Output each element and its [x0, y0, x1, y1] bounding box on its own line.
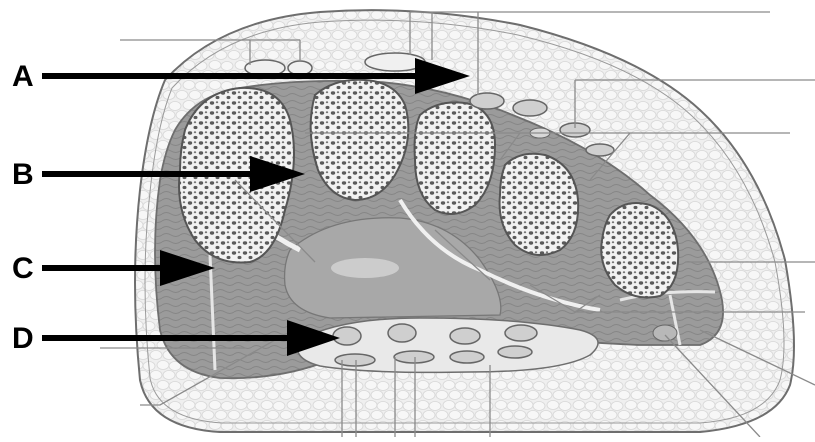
extensor-tendon-5: [513, 100, 547, 116]
label-c: C: [12, 254, 34, 284]
label-d: D: [12, 324, 34, 354]
label-a: A: [12, 62, 34, 92]
extensor-tendon-7: [586, 144, 614, 156]
flexor-tendon-4: [505, 325, 537, 341]
extensor-tendon-2: [288, 61, 312, 75]
flexor-tendon-6: [394, 351, 434, 363]
flexor-tendon-1: [333, 327, 361, 345]
metacarpal-4: [500, 154, 579, 255]
palmar-highlight: [331, 258, 399, 278]
metacarpal-5: [601, 203, 678, 298]
label-b: B: [12, 160, 34, 190]
flexor-tendon-5: [335, 354, 375, 366]
vessel-1: [653, 325, 677, 341]
flexor-tendon-2: [388, 324, 416, 342]
flexor-tendon-8: [498, 346, 532, 358]
extensor-tendon-4: [470, 93, 504, 109]
flexor-tendon-3: [450, 328, 480, 344]
flexor-tendon-7: [450, 351, 484, 363]
